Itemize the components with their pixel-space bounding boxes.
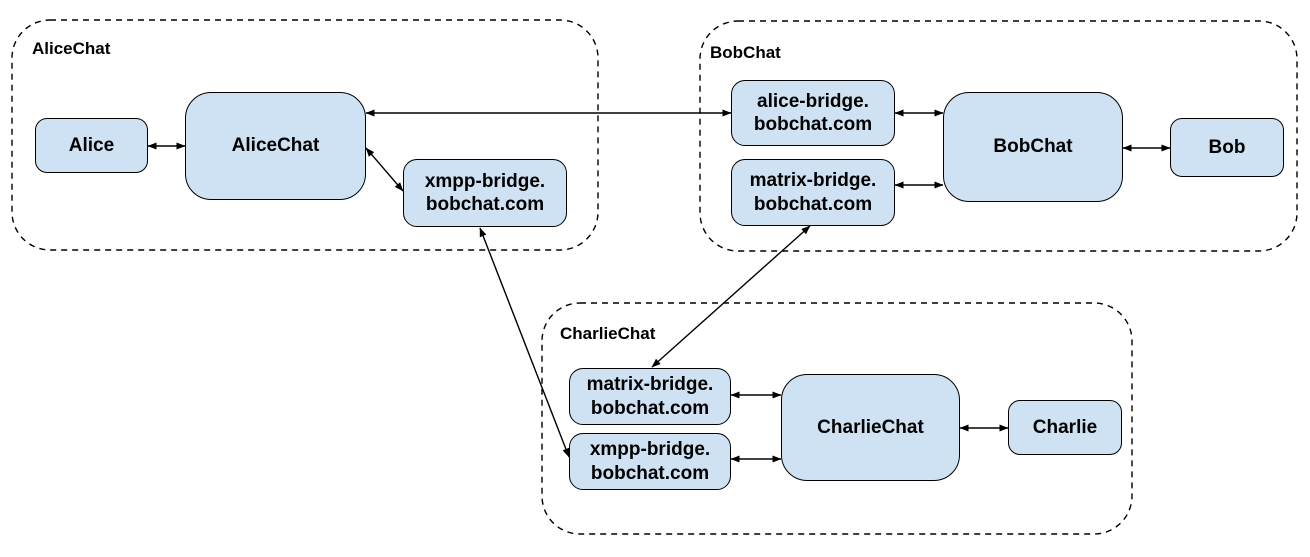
container-label-bobchat: BobChat xyxy=(710,43,781,62)
node-charlie: Charlie xyxy=(1008,400,1122,455)
node-alice-bridge-bobchat: alice-bridge. bobchat.com xyxy=(731,80,895,146)
node-alice: Alice xyxy=(35,118,148,173)
edge-bobmatrix-charliematrix xyxy=(651,225,811,368)
edge-alicechat-xmppbridge xyxy=(365,147,404,192)
node-charliechat-server: CharlieChat xyxy=(781,374,960,481)
node-matrix-bridge-bobchat: matrix-bridge. bobchat.com xyxy=(731,159,895,226)
container-charliechat xyxy=(541,302,1133,535)
container-alicechat xyxy=(11,19,599,251)
node-xmpp-bridge-charliechat: xmpp-bridge. bobchat.com xyxy=(569,433,731,490)
node-matrix-bridge-charliechat: matrix-bridge. bobchat.com xyxy=(569,368,731,425)
container-label-alicechat: AliceChat xyxy=(32,39,111,58)
node-alicechat-server: AliceChat xyxy=(185,92,366,200)
node-xmpp-bridge-alicechat: xmpp-bridge. bobchat.com xyxy=(403,159,567,227)
container-label-charliechat: CharlieChat xyxy=(560,324,656,343)
node-bobchat-server: BobChat xyxy=(943,92,1123,202)
edge-alicexmpp-charliexmpp xyxy=(479,227,570,458)
node-bob: Bob xyxy=(1170,118,1284,177)
